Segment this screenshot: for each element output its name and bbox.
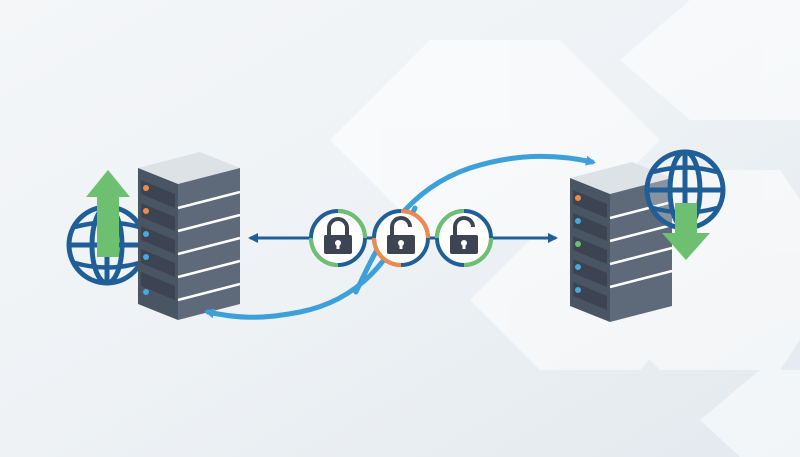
left-server-rack-icon (138, 152, 241, 320)
open-padlock-icon-3 (435, 209, 493, 267)
open-padlock-icon-2 (372, 209, 430, 267)
download-arrow-icon (662, 203, 710, 260)
upload-arrow-icon (86, 170, 130, 257)
closed-padlock-icon-1 (309, 209, 367, 267)
